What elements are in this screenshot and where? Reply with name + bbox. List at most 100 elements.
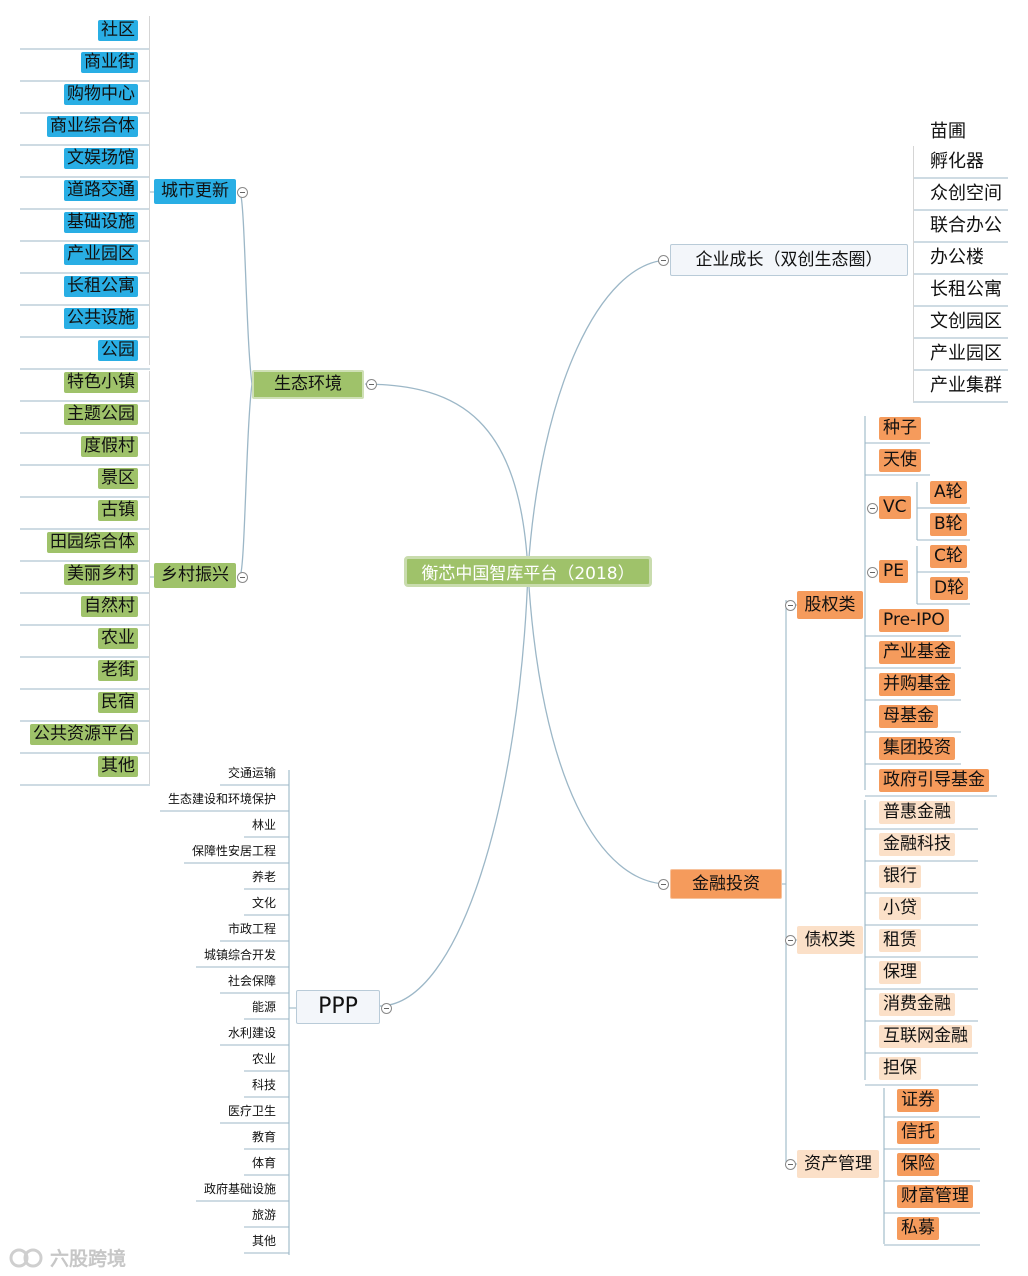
ppp-item[interactable]: 科技 (251, 1078, 276, 1092)
urban-item[interactable]: 公共设施 (64, 308, 138, 329)
rural-item[interactable]: 度假村 (81, 436, 138, 457)
debt-item[interactable]: 互联网金融 (879, 1025, 972, 1048)
equity-item[interactable]: 母基金 (879, 705, 938, 728)
vc-round[interactable]: A轮 (930, 481, 967, 504)
debt-item[interactable]: 担保 (879, 1057, 921, 1080)
ppp-item[interactable]: 体育 (251, 1156, 276, 1170)
ppp-item[interactable]: 城镇综合开发 (203, 948, 276, 962)
urban-item[interactable]: 基础设施 (64, 212, 138, 233)
enterprise-item[interactable]: 苗圃 (930, 121, 966, 142)
equity-seed[interactable]: 种子 (879, 417, 921, 440)
rural-item[interactable]: 主题公园 (64, 404, 138, 425)
enterprise-item[interactable]: 办公楼 (930, 247, 984, 268)
ppp-item[interactable]: 医疗卫生 (227, 1104, 276, 1118)
node-urban-renewal[interactable]: 城市更新 (154, 179, 236, 204)
urban-item[interactable]: 公园 (98, 340, 138, 361)
enterprise-item[interactable]: 产业园区 (930, 343, 1002, 364)
node-ecology[interactable]: 生态环境 (252, 370, 364, 399)
urban-item[interactable]: 购物中心 (64, 84, 138, 105)
enterprise-growth-collapse-icon[interactable] (657, 254, 669, 266)
rural-item[interactable]: 特色小镇 (64, 372, 138, 393)
ppp-item[interactable]: 交通运输 (227, 766, 276, 780)
ppp-item[interactable]: 林业 (251, 818, 276, 832)
rural-item[interactable]: 老街 (98, 660, 138, 681)
ppp-item[interactable]: 水利建设 (227, 1026, 276, 1040)
ppp-item[interactable]: 市政工程 (227, 922, 276, 936)
finance-investment-collapse-icon[interactable] (657, 878, 669, 890)
ppp-item[interactable]: 社会保障 (227, 974, 276, 988)
node-asset-management[interactable]: 资产管理 (797, 1150, 879, 1178)
ppp-collapse-icon[interactable] (380, 1002, 392, 1014)
equity-collapse-icon[interactable] (784, 599, 796, 611)
ppp-item[interactable]: 农业 (251, 1052, 276, 1066)
debt-collapse-icon[interactable] (784, 934, 796, 946)
asset-management-collapse-icon[interactable] (784, 1158, 796, 1170)
node-ppp[interactable]: PPP (296, 990, 380, 1024)
node-rural-revitalization[interactable]: 乡村振兴 (154, 563, 236, 588)
ppp-item[interactable]: 能源 (251, 1000, 276, 1014)
debt-item[interactable]: 银行 (879, 865, 921, 888)
debt-item[interactable]: 租赁 (879, 929, 921, 952)
enterprise-item[interactable]: 长租公寓 (930, 279, 1002, 300)
asset-item[interactable]: 财富管理 (897, 1185, 973, 1208)
ppp-item[interactable]: 旅游 (251, 1208, 276, 1222)
debt-item[interactable]: 保理 (879, 961, 921, 984)
rural-item[interactable]: 其他 (98, 756, 138, 777)
urban-renewal-collapse-icon[interactable] (236, 186, 248, 198)
ecology-collapse-icon[interactable] (365, 378, 377, 390)
rural-item[interactable]: 景区 (98, 468, 138, 489)
equity-angel[interactable]: 天使 (879, 449, 921, 472)
vc-round[interactable]: B轮 (930, 513, 967, 536)
equity-pe[interactable]: PE (879, 560, 908, 583)
ppp-item[interactable]: 生态建设和环境保护 (167, 792, 276, 806)
node-debt[interactable]: 债权类 (797, 926, 863, 954)
rural-item[interactable]: 古镇 (98, 500, 138, 521)
urban-item[interactable]: 社区 (98, 20, 138, 41)
equity-item[interactable]: 并购基金 (879, 673, 955, 696)
ppp-item[interactable]: 文化 (251, 896, 276, 910)
ppp-item[interactable]: 政府基础设施 (203, 1182, 276, 1196)
ppp-item[interactable]: 养老 (251, 870, 276, 884)
urban-item[interactable]: 商业街 (81, 52, 138, 73)
equity-vc[interactable]: VC (879, 496, 911, 519)
ppp-item[interactable]: 保障性安居工程 (191, 844, 276, 858)
urban-item[interactable]: 商业综合体 (47, 116, 138, 137)
enterprise-item[interactable]: 众创空间 (930, 183, 1002, 204)
rural-item[interactable]: 美丽乡村 (64, 564, 138, 585)
urban-item[interactable]: 道路交通 (64, 180, 138, 201)
enterprise-item[interactable]: 产业集群 (930, 375, 1002, 396)
equity-pe-collapse-icon[interactable] (866, 566, 878, 578)
debt-item[interactable]: 普惠金融 (879, 801, 955, 824)
asset-item[interactable]: 保险 (897, 1153, 939, 1176)
asset-item[interactable]: 私募 (897, 1217, 939, 1240)
debt-item[interactable]: 金融科技 (879, 833, 955, 856)
node-equity[interactable]: 股权类 (797, 591, 863, 619)
rural-item[interactable]: 公共资源平台 (30, 724, 138, 745)
asset-item[interactable]: 信托 (897, 1121, 939, 1144)
ppp-item[interactable]: 教育 (251, 1130, 276, 1144)
root-node[interactable]: 衡芯中国智库平台（2018） (404, 556, 652, 587)
rural-item[interactable]: 田园综合体 (47, 532, 138, 553)
node-finance-investment[interactable]: 金融投资 (670, 869, 782, 899)
urban-item[interactable]: 文娱场馆 (64, 148, 138, 169)
rural-item[interactable]: 农业 (98, 628, 138, 649)
equity-item[interactable]: 政府引导基金 (879, 769, 989, 792)
node-enterprise-growth[interactable]: 企业成长（双创生态圈） (670, 244, 908, 276)
debt-item[interactable]: 消费金融 (879, 993, 955, 1016)
debt-item[interactable]: 小贷 (879, 897, 921, 920)
equity-item[interactable]: 集团投资 (879, 737, 955, 760)
pe-round[interactable]: D轮 (930, 577, 969, 600)
urban-item[interactable]: 产业园区 (64, 244, 138, 265)
equity-vc-collapse-icon[interactable] (866, 502, 878, 514)
pe-round[interactable]: C轮 (930, 545, 967, 568)
enterprise-item[interactable]: 孵化器 (930, 151, 984, 172)
enterprise-item[interactable]: 联合办公 (930, 215, 1002, 236)
rural-revitalization-collapse-icon[interactable] (236, 571, 248, 583)
equity-item[interactable]: Pre-IPO (879, 609, 949, 632)
enterprise-item[interactable]: 文创园区 (930, 311, 1002, 332)
equity-item[interactable]: 产业基金 (879, 641, 955, 664)
asset-item[interactable]: 证券 (897, 1089, 939, 1112)
urban-item[interactable]: 长租公寓 (64, 276, 138, 297)
rural-item[interactable]: 民宿 (98, 692, 138, 713)
ppp-item[interactable]: 其他 (251, 1234, 276, 1248)
